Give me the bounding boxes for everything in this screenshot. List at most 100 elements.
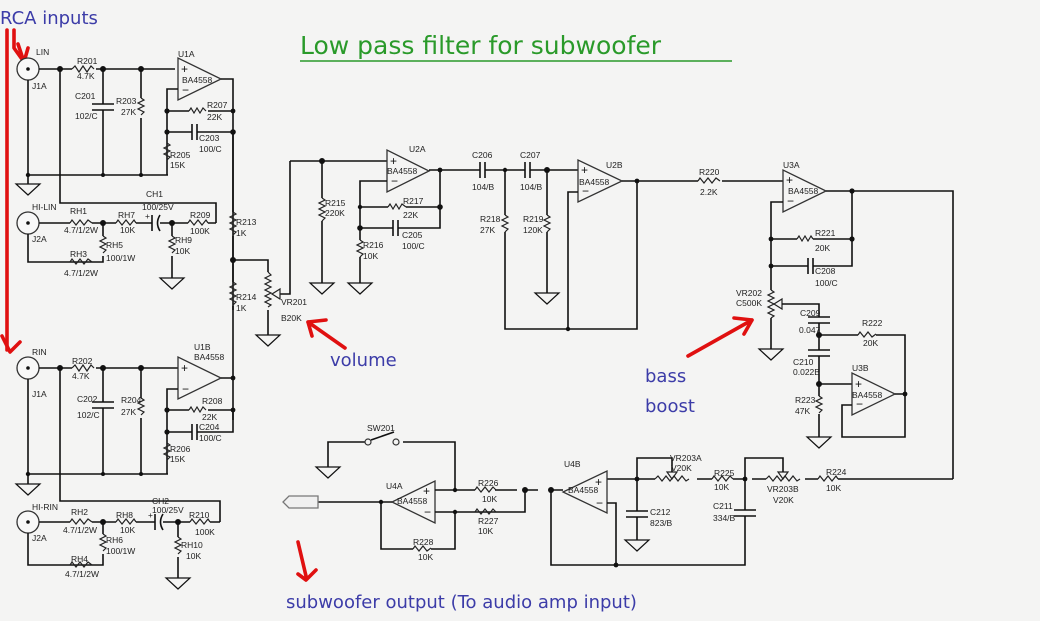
r201-resistor <box>71 64 95 74</box>
r208-val: 22K <box>202 412 217 422</box>
r213-val: 1K <box>236 228 247 238</box>
c210-ref: C210 <box>793 357 814 367</box>
r203-ref: R203 <box>116 96 137 106</box>
u4a-opamp <box>390 479 436 525</box>
r204-resistor <box>136 397 146 416</box>
rh9-resistor <box>167 235 177 254</box>
r222-resistor <box>857 330 877 338</box>
u1a-minus: − <box>182 83 189 97</box>
output-connector-icon[interactable] <box>282 495 319 509</box>
lin-label: LIN <box>36 47 49 57</box>
c205-ref: C205 <box>402 230 423 240</box>
r228-ref: R228 <box>413 537 434 547</box>
ch2-val: 100/25V <box>152 505 184 515</box>
r225-ref: R225 <box>714 468 735 478</box>
hi-rin-ref: J2A <box>32 533 47 543</box>
r204-ref: R204 <box>121 395 142 405</box>
r205-resistor <box>162 142 172 161</box>
r225-resistor <box>711 474 734 482</box>
hi-lin-ref: J2A <box>32 234 47 244</box>
r222-val: 20K <box>863 338 878 348</box>
u2a-opamp <box>386 148 431 194</box>
r226-resistor <box>474 485 497 493</box>
r217-resistor <box>387 202 407 211</box>
r203-val: 27K <box>121 107 136 117</box>
c208-ref: C208 <box>815 266 836 276</box>
volume-label: volume <box>330 350 397 371</box>
rin-label: RIN <box>32 347 47 357</box>
r228-val: 10K <box>418 552 433 562</box>
bass-label: bass <box>645 366 686 387</box>
u2b-minus: − <box>582 184 589 198</box>
r219-ref: R219 <box>523 214 544 224</box>
c207-val: 104/B <box>520 182 543 192</box>
right-hi-input-stage: HI-RIN J2A RH2 4.7/1/2W RH8 10K + CH2 10… <box>16 496 220 590</box>
volume-stage: R213 1K R214 1K VR201 B20K <box>228 132 307 420</box>
r207-ref: R207 <box>207 100 228 110</box>
u1a-part: BA4558 <box>182 75 213 85</box>
u1a-opamp <box>177 56 223 102</box>
boost-label: boost <box>645 396 695 417</box>
u4a-minus: − <box>424 505 431 519</box>
c208-val: 100/C <box>815 278 838 288</box>
c204-ref: C204 <box>199 422 220 432</box>
rh7-resistor <box>115 218 137 226</box>
r210-resistor <box>189 517 211 525</box>
r202-val: 4.7K <box>72 371 90 381</box>
rh9-ref: RH9 <box>175 235 192 245</box>
r221-ref: R221 <box>815 228 836 238</box>
vr203b-val: V20K <box>773 495 794 505</box>
rh8-val: 10K <box>120 525 135 535</box>
c204-val: 100/C <box>199 433 222 443</box>
rh3-val: 4.7/1/2W <box>64 268 98 278</box>
r205-val: 15K <box>170 160 185 170</box>
u3b-opamp <box>851 371 897 417</box>
c211-val: 334/B <box>713 513 736 523</box>
vr203b-ref: VR203B <box>767 484 799 494</box>
r210-val: 100K <box>195 527 215 537</box>
u1a-plus: + <box>181 62 188 76</box>
left-hi-input-stage: HI-LIN J2A RH1 4.7/1/2W RH7 10K + CH1 10… <box>16 189 216 290</box>
u1b-ref: U1B <box>194 342 211 352</box>
c203-val: 100/C <box>199 144 222 154</box>
u3a-bass-boost-stage: R220 2.2K + − U3A BA4558 R221 20K C208 1… <box>697 160 954 479</box>
vr201-potentiometer[interactable] <box>263 271 273 308</box>
c202-val: 102/C <box>77 410 100 420</box>
r221-resistor <box>796 234 814 243</box>
r220-val: 2.2K <box>700 187 718 197</box>
r207-resistor <box>188 106 207 115</box>
r227-ref: R227 <box>478 516 499 526</box>
r225-val: 10K <box>714 482 729 492</box>
u3a-opamp <box>782 168 828 214</box>
r209-val: 100K <box>190 226 210 236</box>
rh8-ref: RH8 <box>116 510 133 520</box>
left-input-stage: LIN J1A R201 4.7K C201 102/C R203 27K + … <box>15 47 236 310</box>
r214-val: 1K <box>236 303 247 313</box>
u3b-part: BA4558 <box>852 390 883 400</box>
u4a-part: BA4558 <box>397 496 428 506</box>
ch1-ref: CH1 <box>146 189 163 199</box>
rh1-ref: RH1 <box>70 206 87 216</box>
u4b-ref: U4B <box>564 459 581 469</box>
vr201-val: B20K <box>281 313 302 323</box>
r214-ref: R214 <box>236 292 257 302</box>
c211-ref: C211 <box>713 501 733 511</box>
u3a-ref: U3A <box>783 160 800 170</box>
r217-val: 22K <box>403 210 418 220</box>
r202-ref: R202 <box>72 356 93 366</box>
sw201-switch[interactable] <box>370 431 395 441</box>
rh10-ref: RH10 <box>181 540 203 550</box>
rh6-val: 100/1W <box>106 546 135 556</box>
rh10-val: 10K <box>186 551 201 561</box>
r201-val: 4.7K <box>77 71 95 81</box>
u2b-highpass-stage: C206 104/B C207 104/B R218 27K R219 120K… <box>472 150 783 332</box>
rca-inputs-label: RCA inputs <box>0 8 98 29</box>
rh5-ref: RH5 <box>106 240 123 250</box>
vr202-ref: VR202 <box>736 288 762 298</box>
u2a-minus: − <box>391 174 398 188</box>
r208-ref: R208 <box>202 396 223 406</box>
c206-ref: C206 <box>472 150 493 160</box>
c201-ref: C201 <box>75 91 96 101</box>
r215-ref: R215 <box>325 198 346 208</box>
r216-resistor <box>355 239 365 258</box>
